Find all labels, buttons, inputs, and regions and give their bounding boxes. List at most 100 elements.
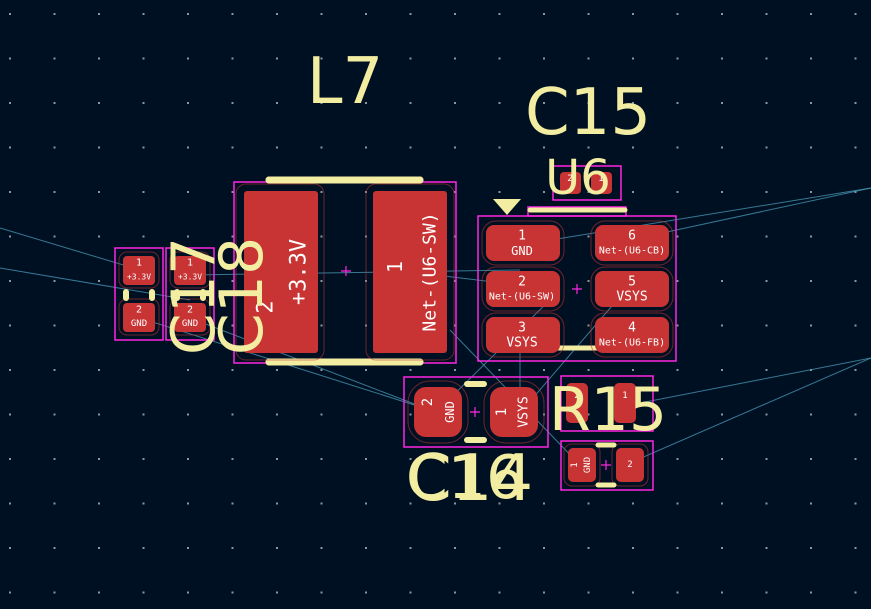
grid-dot xyxy=(9,13,11,15)
r15-pad-1[interactable] xyxy=(614,383,636,423)
c17-pad-2[interactable] xyxy=(123,303,155,332)
grid-dot xyxy=(854,13,857,15)
capacitor-c16[interactable]: 1 GND 2 C16 xyxy=(406,440,654,513)
c16-pad-2[interactable] xyxy=(616,448,644,482)
l7-pad-1[interactable] xyxy=(373,191,447,353)
r15-pad-2[interactable] xyxy=(566,383,588,423)
c18-pad-2[interactable] xyxy=(174,303,206,332)
grid-dot xyxy=(676,235,679,238)
capacitor-c17[interactable]: 1 +3.3V 2 GND xyxy=(114,247,164,341)
r15-pad-1-number: 1 xyxy=(622,391,627,401)
grid-dot xyxy=(187,369,189,371)
grid-dot xyxy=(676,458,679,460)
grid-dot xyxy=(854,324,857,327)
u6-pad-6[interactable] xyxy=(595,225,669,261)
u6-pad-4-net: Net-(U6-FB) xyxy=(599,338,665,349)
inductor-l7[interactable]: 2 +3.3V 1 Net-(U6-SW) L7 xyxy=(233,45,457,366)
c14-pad-1[interactable] xyxy=(490,387,538,437)
grid-dot xyxy=(498,13,501,15)
c17-pad-1[interactable] xyxy=(123,256,155,285)
ic-u6[interactable]: U6 1 GND 2 Net-(U6-SW) 3 VSYS 6 Net-(U6-… xyxy=(477,150,677,362)
grid-dot xyxy=(142,57,145,60)
grid-dot xyxy=(721,13,723,15)
u6-pad-3-number: 3 xyxy=(518,321,526,336)
c18-pad-1[interactable] xyxy=(174,256,206,285)
grid-dot xyxy=(765,547,768,549)
grid-dot xyxy=(276,369,278,371)
c15-pad-2[interactable] xyxy=(560,172,581,194)
grid-dot xyxy=(53,591,56,594)
grid-dot xyxy=(854,57,857,60)
grid-dot xyxy=(810,458,812,460)
grid-dot xyxy=(854,547,857,549)
grid-dot xyxy=(142,547,145,549)
grid-dot xyxy=(187,191,189,193)
resistor-r15[interactable]: 2 1 R15 xyxy=(549,375,667,445)
grid-dot xyxy=(53,458,56,460)
l7-anchor-cross xyxy=(341,266,351,276)
grid-dot xyxy=(365,413,367,416)
grid-dot xyxy=(276,57,278,60)
grid-dot xyxy=(187,13,189,15)
u6-pad-5[interactable] xyxy=(595,271,669,307)
capacitor-c15[interactable]: 2 1 C15 xyxy=(525,76,651,201)
c14-pad-2-net: GND xyxy=(443,401,457,423)
c17-pad-2-number: 2 xyxy=(136,305,142,316)
grid-dot xyxy=(498,547,501,549)
grid-dot xyxy=(543,57,545,60)
grid-dot xyxy=(320,235,323,238)
c14-anchor-cross xyxy=(470,407,480,417)
grid-dot xyxy=(854,235,857,238)
grid-dot xyxy=(320,547,323,549)
u6-pad-1[interactable] xyxy=(486,225,560,261)
grid-dot xyxy=(409,102,412,104)
grid-dot xyxy=(632,502,634,505)
c14-reference: C14 xyxy=(407,442,533,516)
grid-dot xyxy=(587,13,590,15)
grid-dot xyxy=(676,191,679,193)
grid-dot xyxy=(276,102,278,104)
grid-dot xyxy=(98,547,100,549)
c15-courtyard xyxy=(552,165,622,201)
grid-dot xyxy=(98,102,100,104)
u6-pad-2[interactable] xyxy=(486,271,560,307)
l7-silkscreen-bars xyxy=(265,176,424,366)
grid-dot xyxy=(187,57,189,60)
u6-pad-4[interactable] xyxy=(595,317,669,353)
grid-dot xyxy=(587,591,590,594)
u6-pad-3[interactable] xyxy=(486,317,560,353)
c18-reference: C18 xyxy=(207,237,277,355)
c14-courtyard xyxy=(403,376,549,448)
grid-dot xyxy=(543,458,545,460)
grid-dot xyxy=(409,146,412,149)
grid-dot xyxy=(587,191,590,193)
c15-pad-1[interactable] xyxy=(591,172,612,194)
grid-dot xyxy=(721,547,723,549)
grid-dot xyxy=(276,547,278,549)
c14-pad-2[interactable] xyxy=(414,387,462,437)
grid-dot xyxy=(810,591,812,594)
grid-dot xyxy=(765,57,768,60)
grid-dot xyxy=(142,146,145,149)
c16-pad-1-net: GND xyxy=(583,457,593,473)
r15-courtyard xyxy=(560,375,654,432)
grid-dot xyxy=(587,369,590,371)
grid-dot xyxy=(9,102,11,104)
grid-dot xyxy=(454,502,456,505)
grid-dot xyxy=(409,57,412,60)
grid-dot xyxy=(765,591,768,594)
c16-pad-1[interactable] xyxy=(568,448,596,482)
u6-pad-2-net: Net-(U6-SW) xyxy=(489,292,555,303)
capacitor-c14[interactable]: 2 GND 1 VSYS C14 xyxy=(403,376,549,516)
c18-courtyard xyxy=(165,247,215,341)
grid-dot xyxy=(9,57,11,60)
grid-dot xyxy=(454,102,456,104)
c17-courtyard xyxy=(114,247,164,341)
l7-pad-2[interactable] xyxy=(244,191,318,353)
capacitor-c18[interactable]: 1 +3.3V 2 GND xyxy=(165,247,215,341)
grid-dot xyxy=(587,235,590,238)
u6-pad-1-net: GND xyxy=(511,244,533,258)
c18-pad-2-net: GND xyxy=(182,319,198,329)
grid-dot xyxy=(632,13,634,15)
